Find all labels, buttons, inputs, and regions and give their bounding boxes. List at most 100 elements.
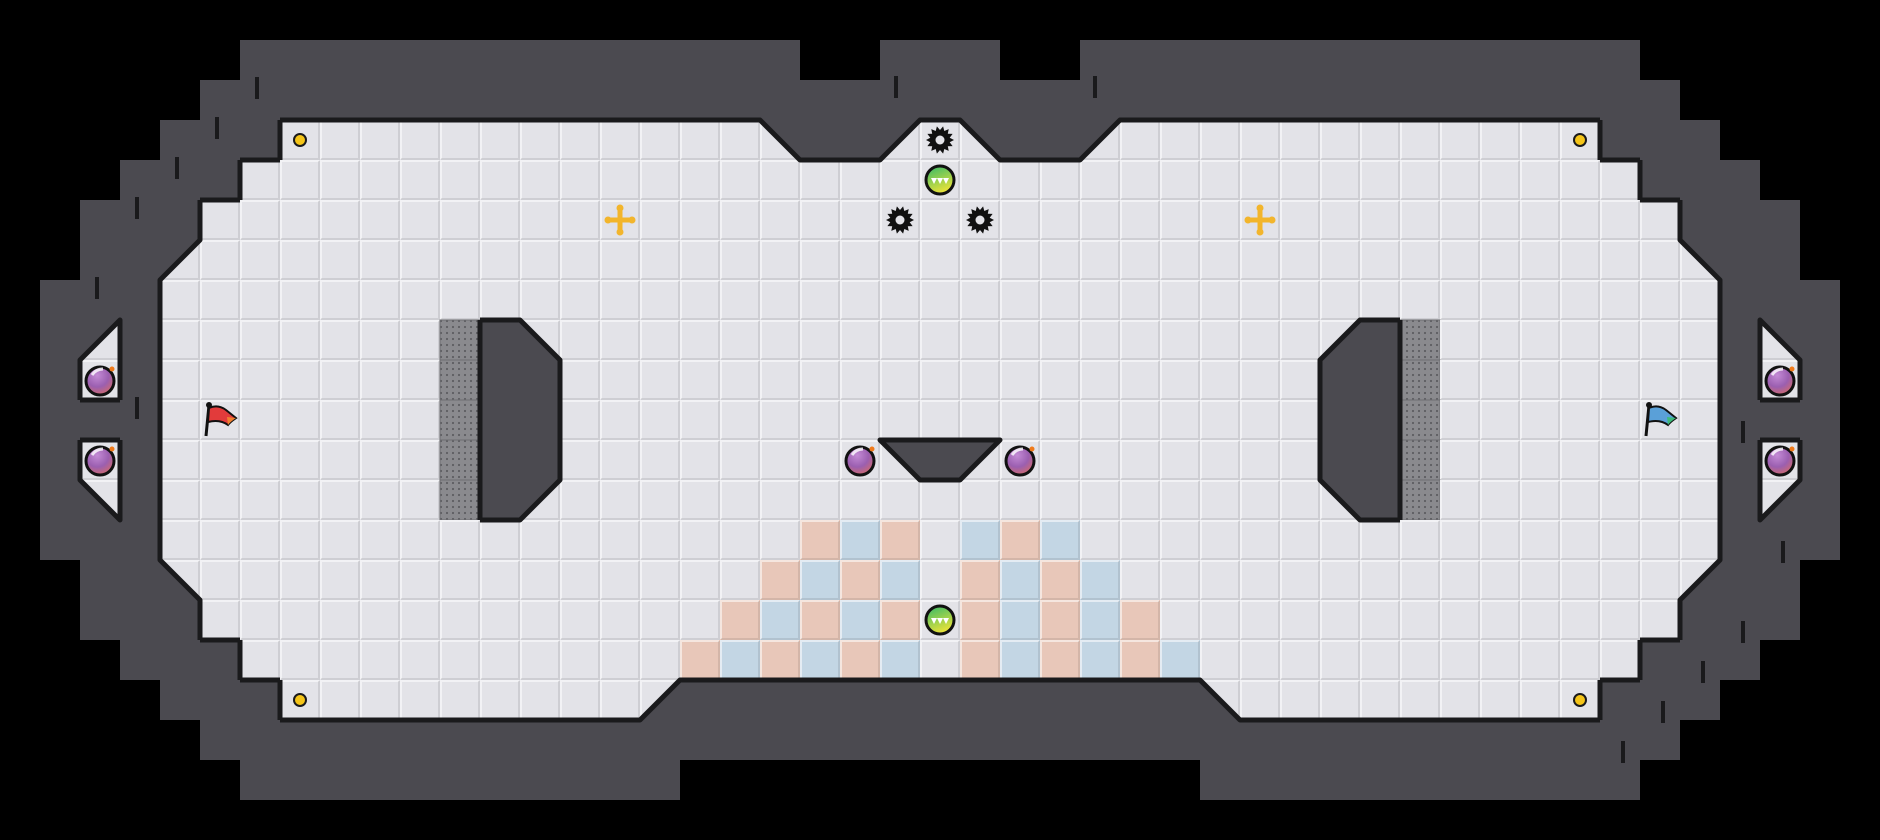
floor-tile: [1120, 200, 1160, 240]
tile-highlight: [1000, 240, 1039, 279]
tile-shadow: [641, 521, 680, 560]
floor-tile: [920, 280, 960, 320]
tile-fill: [1120, 400, 1160, 440]
tile-fill: [560, 440, 600, 480]
tile-fill: [240, 160, 280, 200]
floor-tile: [360, 520, 400, 560]
wall-tile: [280, 720, 320, 760]
floor-tile: [720, 320, 760, 360]
floor-tile: [480, 120, 520, 160]
floor-tile: [280, 200, 320, 240]
tile-highlight: [560, 680, 599, 719]
tile-highlight: [1280, 280, 1319, 319]
floor-tile: [1640, 520, 1680, 560]
tile-highlight: [1680, 560, 1719, 599]
tile-fill: [440, 640, 480, 680]
tile-highlight: [880, 360, 919, 399]
tile-highlight: [680, 360, 719, 399]
floor-tile: [920, 240, 960, 280]
wall-tile: [160, 680, 200, 720]
floor-tile: [280, 640, 320, 680]
tile-highlight: [680, 560, 719, 599]
tile-fill: [1680, 520, 1720, 560]
tile-highlight: [320, 640, 359, 679]
tile-highlight: [800, 440, 839, 479]
tile-shadow: [641, 441, 680, 480]
tile-shadow: [321, 161, 360, 200]
tile-fill: [1640, 200, 1680, 240]
floor-tile: [1560, 640, 1600, 680]
floor-tile: [320, 680, 360, 720]
floor-tile: [1080, 360, 1120, 400]
tile-fill: [1560, 240, 1600, 280]
wall-tile: [1400, 720, 1440, 760]
wall-tile: [1680, 640, 1720, 680]
tile-fill: [720, 640, 760, 680]
tile-fill: [960, 400, 1000, 440]
tile-highlight: [840, 200, 879, 239]
tile-fill: [640, 200, 680, 240]
tile-fill: [1360, 640, 1400, 680]
wall-tile: [40, 480, 80, 520]
tile-shadow: [1201, 241, 1240, 280]
floor-tile: [680, 440, 720, 480]
tile-shadow: [961, 601, 1000, 640]
tile-shadow: [1601, 401, 1640, 440]
floor-tile: [1520, 680, 1560, 720]
wall-tile: [1680, 160, 1720, 200]
wall-tile: [760, 40, 800, 80]
tile-highlight: [840, 320, 879, 359]
floor-tile: [800, 440, 840, 480]
wall-tile: [1480, 720, 1520, 760]
tile-shadow: [241, 401, 280, 440]
tile-shadow: [1321, 121, 1360, 160]
tile-highlight: [1520, 440, 1559, 479]
wall-tile: [1680, 200, 1720, 240]
floor-tile: [1200, 280, 1240, 320]
tile-fill: [1400, 200, 1440, 240]
tile-shadow: [761, 441, 800, 480]
tile-shadow: [761, 561, 800, 600]
tile-fill: [1000, 560, 1040, 600]
tile-fill: [760, 600, 800, 640]
tile-highlight: [1520, 160, 1559, 199]
tile-highlight: [920, 560, 959, 599]
tile-shadow: [1441, 241, 1480, 280]
tile-fill: [1400, 560, 1440, 600]
tile-shadow: [561, 161, 600, 200]
tile-highlight: [1560, 440, 1599, 479]
tile-fill: [880, 480, 920, 520]
tile-fill: [480, 640, 520, 680]
tile-shadow: [1361, 521, 1400, 560]
tile-fill: [640, 440, 680, 480]
wall-edge: [877, 117, 923, 163]
floor-tile: [1480, 280, 1520, 320]
floor-tile: [240, 640, 280, 680]
tile-shadow: [961, 321, 1000, 360]
floor-tile: [400, 280, 440, 320]
tile-fill: [1040, 600, 1080, 640]
wall-tile: [680, 80, 720, 120]
floor-tile: [1160, 400, 1200, 440]
tile-highlight: [960, 520, 999, 559]
tile-highlight: [440, 640, 479, 679]
wall-tile: [360, 80, 400, 120]
floor-tile: [640, 560, 680, 600]
tile-highlight: [1680, 280, 1719, 319]
tile-highlight: [1240, 240, 1279, 279]
tile-shadow: [1401, 521, 1440, 560]
floor-tile: [200, 240, 240, 280]
red-team-tile: [1040, 600, 1080, 640]
wall-tile: [1320, 40, 1360, 80]
tile-fill: [280, 200, 320, 240]
floor-tile: [1200, 120, 1240, 160]
floor-tile: [800, 360, 840, 400]
wall-tile: [240, 760, 280, 800]
tile-highlight: [520, 640, 559, 679]
tile-shadow: [881, 561, 920, 600]
floor-tile: [600, 160, 640, 200]
tile-fill: [1200, 560, 1240, 600]
tile-shadow: [801, 281, 840, 320]
tile-shadow: [1041, 401, 1080, 440]
blue-team-tile: [1000, 560, 1040, 600]
